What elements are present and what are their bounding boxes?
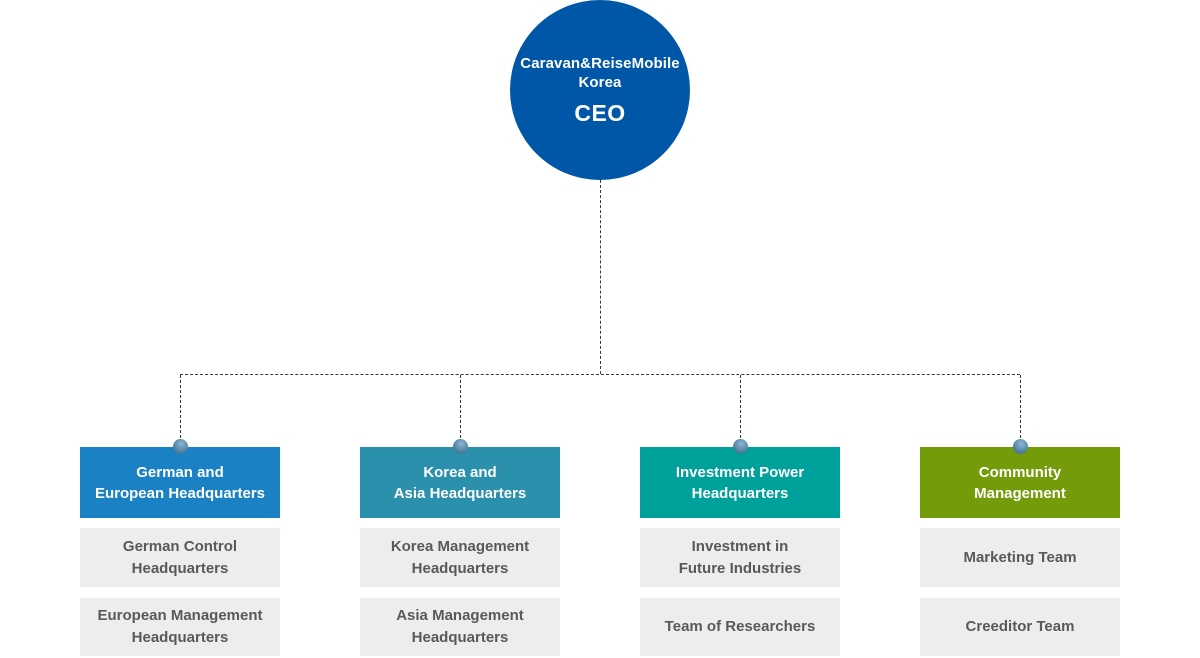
- ceo-org-name: Caravan&ReiseMobile Korea: [520, 54, 680, 91]
- department-column-german-european: German and European Headquarters German …: [80, 439, 280, 656]
- sub-department-box: Marketing Team: [920, 528, 1120, 587]
- connector-horizontal: [180, 374, 1020, 375]
- connector-dot: [452, 439, 468, 454]
- sub-department-box: Creeditor Team: [920, 598, 1120, 656]
- connector-drop-4: [1020, 375, 1021, 443]
- connector-drop-2: [460, 375, 461, 443]
- department-column-korea-asia: Korea and Asia Headquarters Korea Manage…: [360, 439, 560, 656]
- connector-drop-3: [740, 375, 741, 443]
- connector-dot: [732, 439, 748, 454]
- connector-drop-1: [180, 375, 181, 443]
- ceo-node: Caravan&ReiseMobile Korea CEO: [510, 0, 690, 180]
- connector-ceo-vertical: [600, 180, 601, 374]
- department-header: Community Management: [920, 439, 1120, 518]
- connector-dot: [172, 439, 188, 454]
- sub-department-box: Asia Management Headquarters: [360, 598, 560, 656]
- department-column-investment-power: Investment Power Headquarters Investment…: [640, 439, 840, 656]
- sub-department-box: European Management Headquarters: [80, 598, 280, 656]
- department-column-community-management: Community Management Marketing Team Cree…: [920, 439, 1120, 656]
- sub-department-box: Team of Researchers: [640, 598, 840, 656]
- sub-department-box: German Control Headquarters: [80, 528, 280, 587]
- ceo-role: CEO: [574, 99, 626, 126]
- sub-department-box: Investment in Future Industries: [640, 528, 840, 587]
- department-header: German and European Headquarters: [80, 439, 280, 518]
- connector-dot: [1012, 439, 1028, 454]
- department-header: Korea and Asia Headquarters: [360, 439, 560, 518]
- department-header: Investment Power Headquarters: [640, 439, 840, 518]
- sub-department-box: Korea Management Headquarters: [360, 528, 560, 587]
